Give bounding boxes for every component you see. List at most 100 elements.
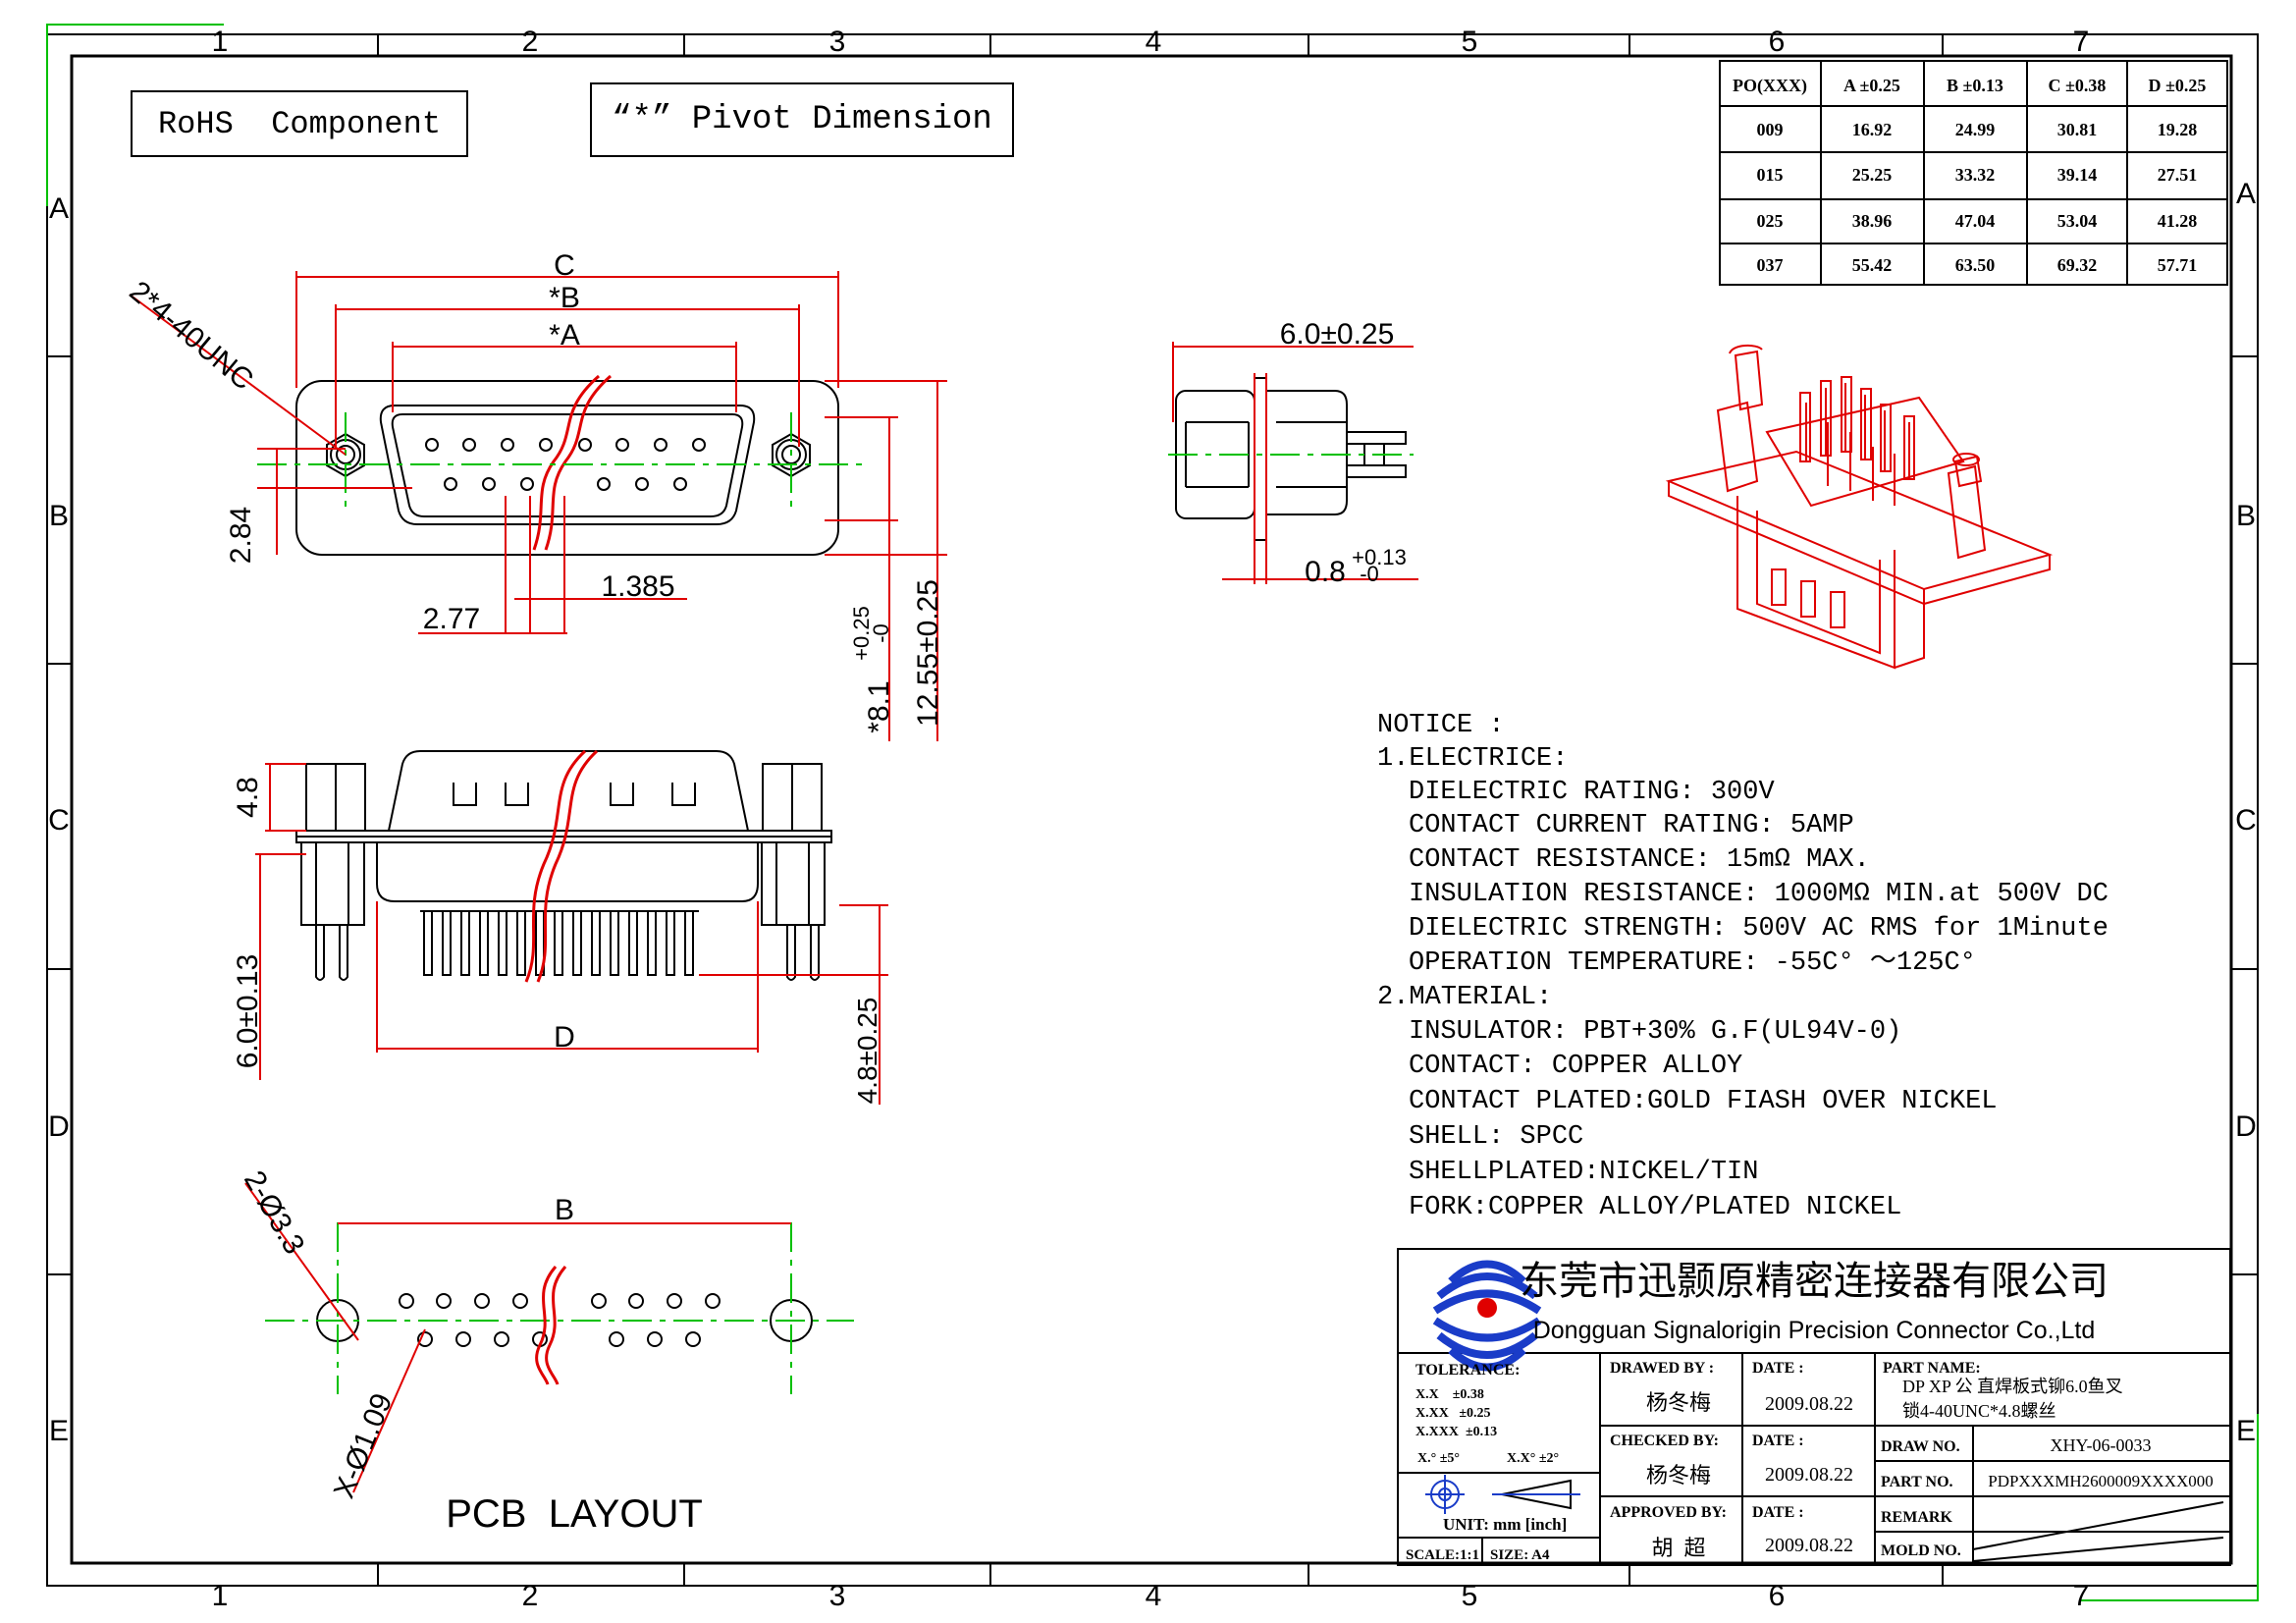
company-en: Dongguan Signalorigin Precision Connecto…: [1533, 1317, 2096, 1344]
company-cn: 东莞市迅颢原精密连接器有限公司: [1520, 1260, 2109, 1303]
date-value: 2009.08.22: [1765, 1464, 1853, 1486]
drawn-by-label: DRAWED BY :: [1610, 1360, 1714, 1377]
dimension-table: PO(XXX) A ±0.25 B ±0.13 C ±0.38 D ±0.25 …: [1719, 60, 2228, 286]
col-label: 5: [1462, 26, 1478, 58]
table-cell: 037: [1757, 255, 1784, 275]
table-cell: 57.71: [2158, 255, 2198, 275]
row-label: C: [48, 804, 70, 837]
dim-plate: 0.8: [1305, 556, 1346, 588]
pcb-pins: X-Ø1.09: [328, 1389, 399, 1503]
dim-plate-tol-up: +0.13: [1352, 545, 1407, 569]
notice-line: CONTACT CURRENT RATING: 5AMP: [1409, 811, 1854, 840]
date-value: 2009.08.22: [1765, 1393, 1853, 1415]
notice-line: SHELLPLATED:NICKEL/TIN: [1409, 1158, 1758, 1187]
notice: NOTICE : 1.ELECTRICE: DIELECTRIC RATING:…: [1377, 711, 2109, 1222]
pcb-centerlines: [265, 1222, 854, 1394]
top-dimension-lines: [129, 271, 947, 741]
notice-line: CONTACT RESISTANCE: 15mΩ MAX.: [1409, 845, 1870, 875]
table-header: PO(XXX): [1733, 76, 1807, 96]
row-label: B: [49, 500, 69, 532]
notice-line: SHELL: SPCC: [1409, 1122, 1583, 1152]
table-cell: 16.92: [1852, 120, 1893, 139]
part-name-line-1: DP XP 公 直焊板式铆6.0鱼叉: [1902, 1377, 2123, 1396]
front-break-line: [524, 749, 599, 983]
notice-line: INSULATION RESISTANCE: 1000MΩ MIN.at 500…: [1409, 880, 2109, 909]
notice-line: 1.ELECTRICE:: [1377, 744, 1568, 774]
part-name-label: PART NAME:: [1883, 1360, 1981, 1377]
row-label: D: [48, 1110, 70, 1143]
dim-6-0: 6.0±0.13: [232, 954, 264, 1069]
row-label: A: [49, 192, 69, 225]
col-label: 7: [2073, 26, 2090, 58]
dim-8-1-tol-up: +0.25: [849, 606, 874, 661]
approved-by-name: 胡 超: [1651, 1536, 1705, 1560]
col-label: 2: [522, 1580, 539, 1612]
col-label: 1: [212, 26, 229, 58]
remark-label: REMARK: [1881, 1509, 1952, 1526]
part-name-line-2: 锁4-40UNC*4.8螺丝: [1902, 1401, 2056, 1421]
table-cell: 47.04: [1955, 211, 1996, 231]
drawn-by-name: 杨冬梅: [1646, 1390, 1711, 1415]
dim-c: C: [554, 249, 575, 282]
col-label: 4: [1146, 1580, 1162, 1612]
table-cell: 25.25: [1852, 165, 1893, 185]
table-cell: 33.32: [1955, 165, 1996, 185]
table-cell: 69.32: [2057, 255, 2098, 275]
col-label: 7: [2073, 1580, 2090, 1612]
dim-8-1-tol-dn: -0: [869, 623, 893, 643]
approved-by-label: APPROVED BY:: [1610, 1504, 1727, 1521]
unit-label: UNIT: mm [inch]: [1443, 1515, 1567, 1534]
pcb-dim-b: B: [555, 1194, 574, 1226]
table-header: B ±0.13: [1947, 76, 2003, 95]
dim-a: *A: [549, 319, 580, 352]
dim-b: *B: [549, 282, 580, 314]
dim-unc: 2*4-40UNC: [124, 275, 260, 397]
table-cell: 53.04: [2057, 211, 2098, 231]
col-label: 4: [1146, 26, 1162, 58]
dim-8-1: *8.1: [863, 680, 895, 732]
mold-no-label: MOLD NO.: [1881, 1542, 1961, 1559]
notice-title: NOTICE :: [1377, 711, 1505, 740]
pcb-dimension-lines: [244, 1182, 791, 1493]
notice-line: DIELECTRIC RATING: 300V: [1409, 778, 1775, 807]
row-label: C: [2235, 804, 2257, 837]
dim-4-8-b: 4.8±0.25: [852, 998, 882, 1105]
row-label: B: [2236, 500, 2256, 532]
side-view: [1175, 377, 1407, 541]
row-label: A: [2236, 178, 2256, 210]
table-cell: 30.81: [2057, 120, 2098, 139]
scale-label: SCALE:1:1: [1406, 1547, 1479, 1563]
pcb-holes: 2-Ø3.3: [238, 1165, 310, 1260]
table-cell: 025: [1757, 211, 1784, 231]
table-cell: 015: [1757, 165, 1784, 185]
centerlines: [257, 412, 864, 511]
table-cell: 38.96: [1852, 211, 1893, 231]
table-header: A ±0.25: [1843, 76, 1900, 95]
col-label: 3: [829, 1580, 846, 1612]
break-line: [532, 374, 612, 551]
pivot-box: “*” Pivot Dimension: [590, 82, 1014, 157]
tolerance-label: TOLERANCE:: [1415, 1362, 1520, 1379]
tolerance-line: X.XXX ±0.13: [1415, 1425, 1497, 1439]
rohs-box: RoHS Component: [131, 90, 468, 157]
dim-4-8: 4.8: [232, 777, 264, 818]
col-label: 5: [1462, 1580, 1478, 1612]
notice-line: CONTACT PLATED:GOLD FIASH OVER NICKEL: [1409, 1087, 1998, 1116]
notice-line: 2.MATERIAL:: [1377, 983, 1552, 1012]
col-label: 3: [829, 26, 846, 58]
dim-d: D: [554, 1021, 575, 1054]
table-header: C ±0.38: [2049, 76, 2107, 95]
size-label: SIZE: A4: [1490, 1547, 1550, 1563]
draw-no-label: DRAW NO.: [1881, 1438, 1960, 1455]
zone-labels: 1 2 3 4 5 6 7 1 2 3 4 5 6 7 A B C D E A …: [48, 26, 2257, 1612]
row-label: D: [2235, 1110, 2257, 1143]
dim-width: 6.0±0.25: [1280, 318, 1395, 351]
dim-2-84: 2.84: [225, 507, 257, 564]
pivot-label: “*” Pivot Dimension: [612, 101, 992, 138]
date-value: 2009.08.22: [1765, 1535, 1853, 1556]
frame: [46, 24, 2259, 1601]
dim-12-55: 12.55±0.25: [912, 579, 944, 727]
title-block: 东莞市迅颢原精密连接器有限公司 Dongguan Signalorigin Pr…: [1397, 1248, 2231, 1566]
checked-by-name: 杨冬梅: [1646, 1463, 1711, 1488]
